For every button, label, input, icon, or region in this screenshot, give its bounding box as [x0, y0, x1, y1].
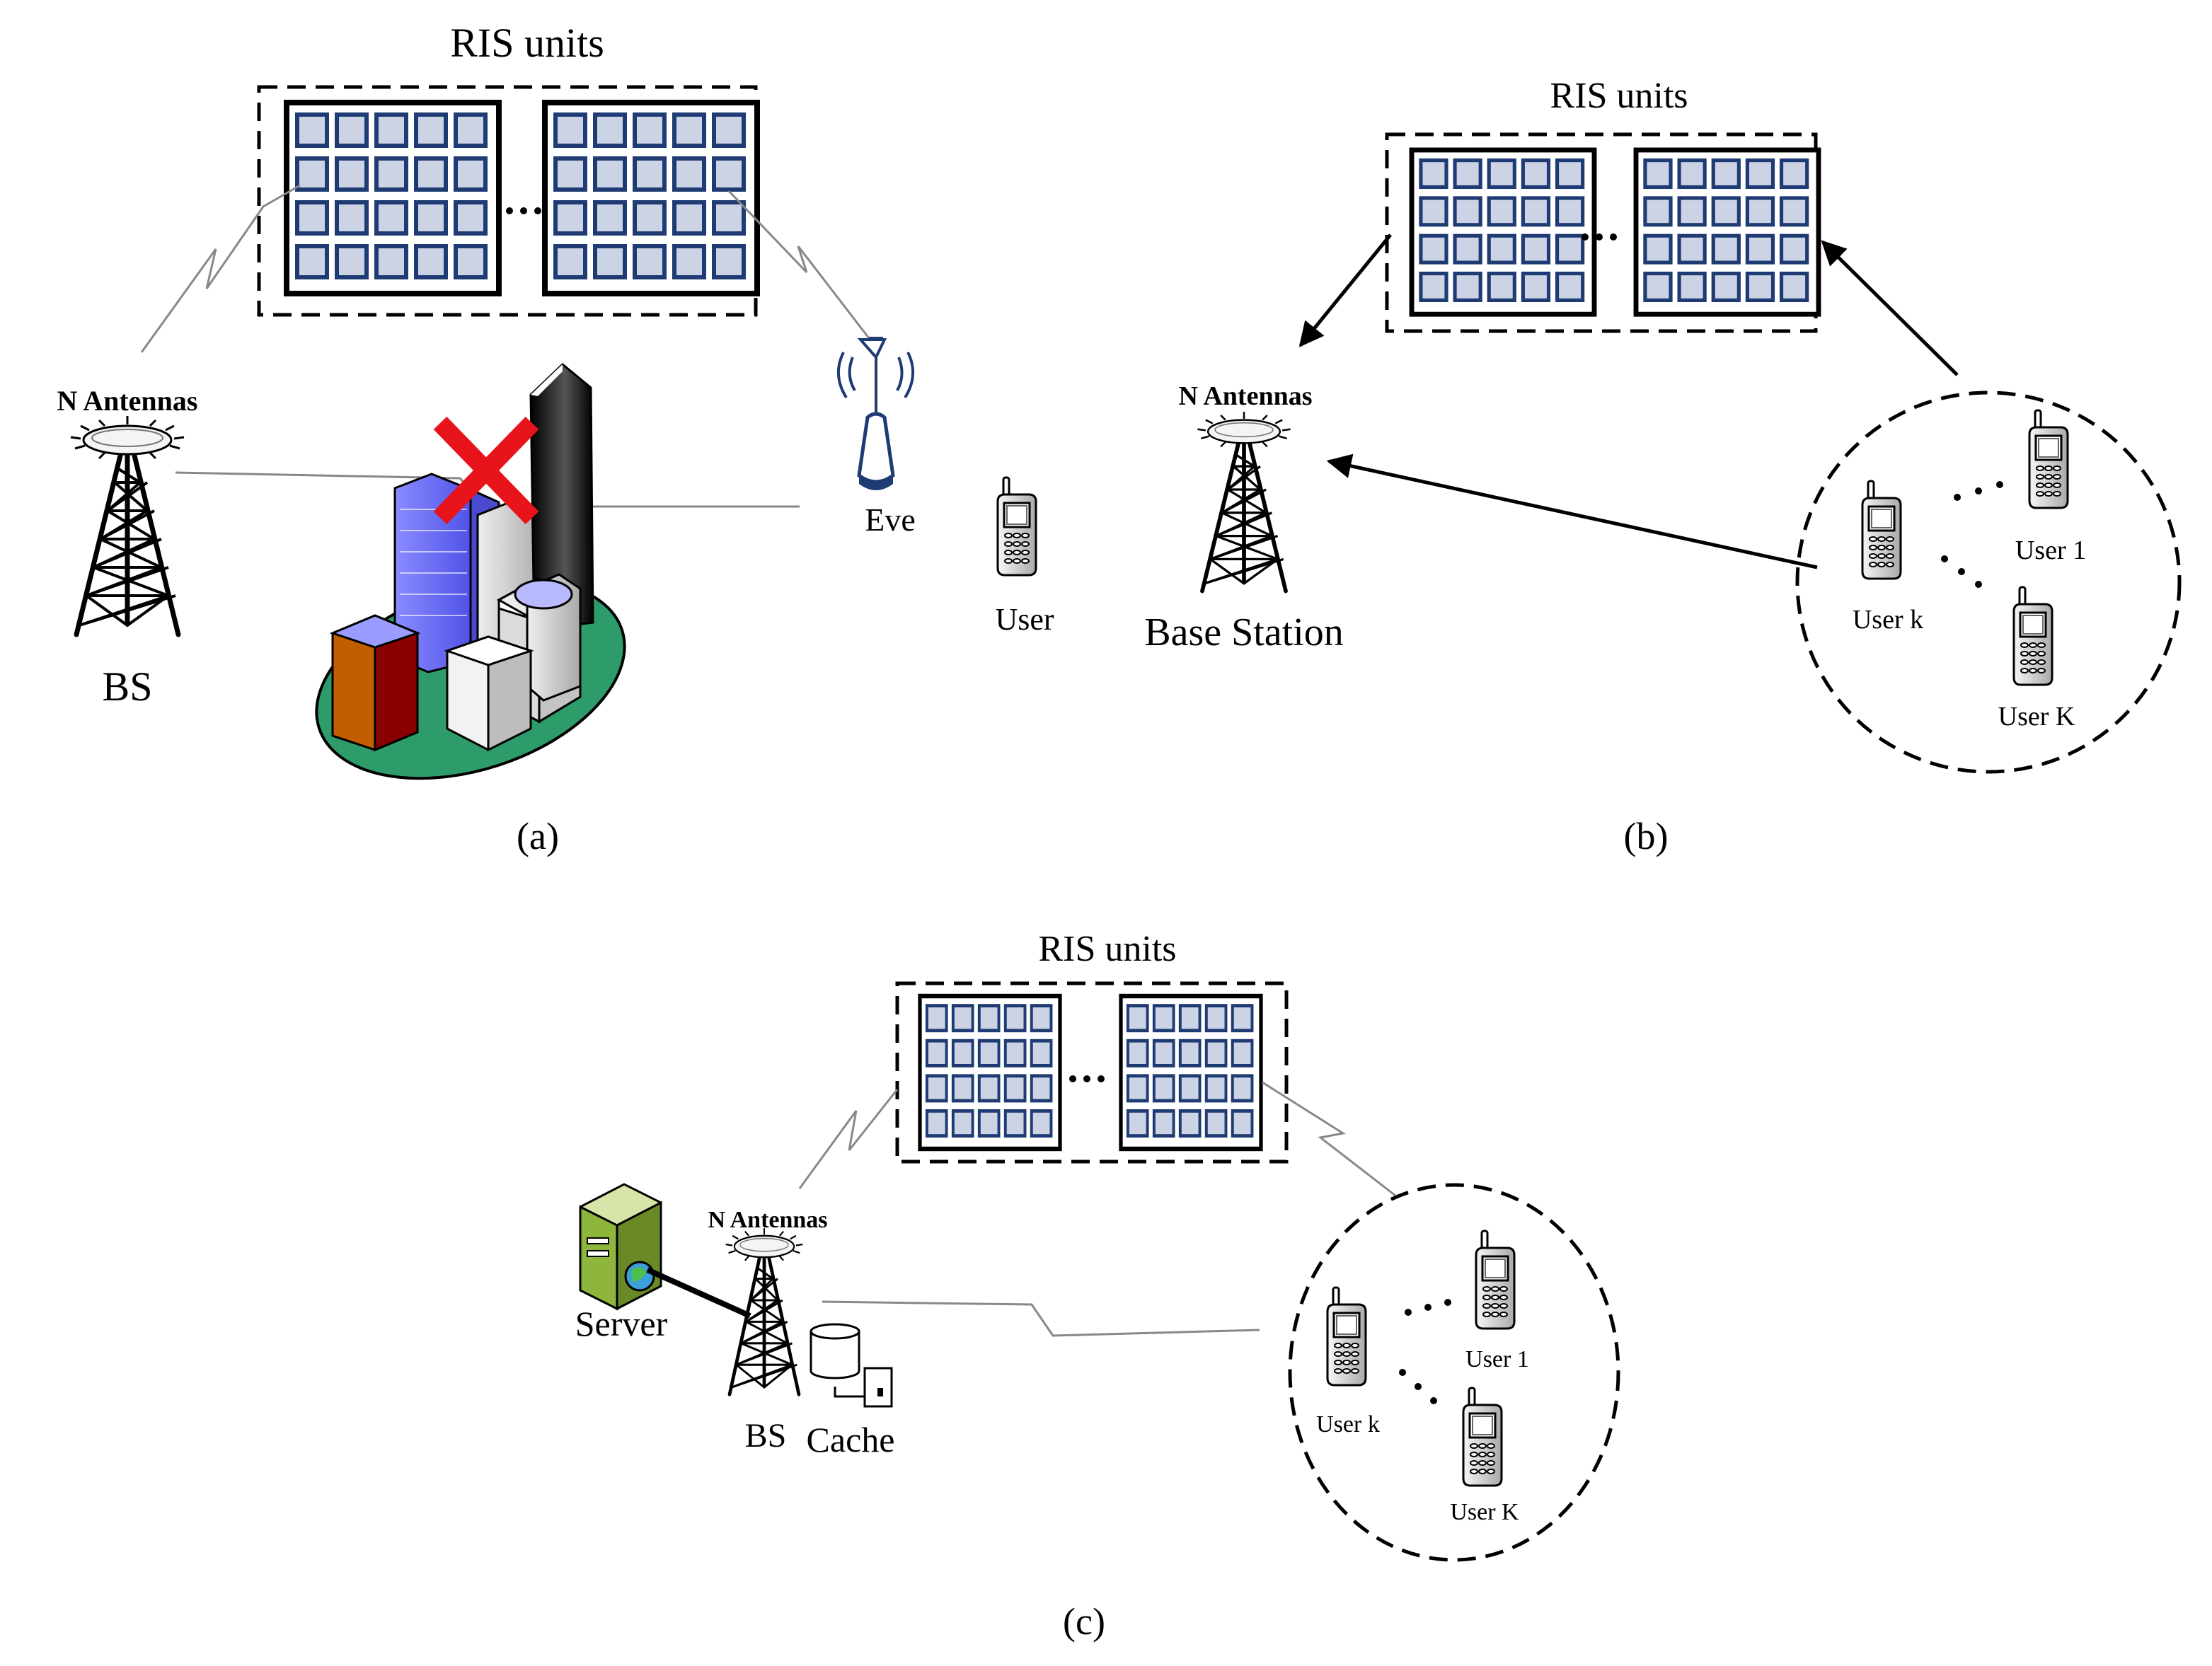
server-bs-link — [646, 1267, 751, 1319]
blocked-x-icon — [433, 416, 539, 525]
server-icon — [579, 1183, 662, 1311]
ris-panel-a2 — [545, 103, 757, 294]
bs-label-c: BS — [745, 1417, 787, 1454]
user-phone-b1 — [2028, 409, 2069, 509]
users-ellipsis-b — [1941, 481, 2003, 588]
arrow-users-to-ris-b — [1821, 240, 1959, 376]
ris-users-link-c — [1262, 1081, 1396, 1197]
caption-a: (a) — [517, 815, 559, 857]
user-1-label-c: User 1 — [1465, 1346, 1529, 1372]
panel-c: RIS units Server N Antennas BS — [575, 929, 1620, 1643]
bs-label-a: BS — [103, 664, 153, 710]
user-cluster-b — [1795, 391, 2182, 774]
eve-antenna-icon — [836, 337, 915, 490]
bs-tower-b — [1197, 412, 1290, 591]
ris-units-label-c: RIS units — [1038, 929, 1176, 969]
user-1-label-b: User 1 — [2015, 536, 2086, 565]
user-label-a: User — [995, 602, 1054, 637]
arrow-users-to-bs-b — [1326, 453, 1818, 569]
ris-panel-b1 — [1412, 150, 1594, 314]
ris-ellipsis-c — [1069, 1075, 1105, 1082]
user-phone-c1 — [1475, 1230, 1516, 1330]
ris-panel-c2 — [1121, 996, 1261, 1149]
ris-ellipsis-a — [506, 207, 541, 214]
bs-ris-link-a — [140, 184, 301, 353]
antenna-label-c: N Antennas — [708, 1207, 827, 1233]
ris-panel-a1 — [287, 103, 499, 294]
bs-ris-link-c — [798, 1089, 899, 1189]
cache-icon — [810, 1323, 893, 1408]
ris-units-label-b: RIS units — [1550, 76, 1688, 116]
user-cluster-c — [1288, 1183, 1620, 1562]
arrow-ris-to-bs-b — [1298, 233, 1392, 347]
city-buildings-icon — [315, 362, 626, 780]
ris-units-label-a: RIS units — [450, 20, 604, 66]
bs-label-b: Base Station — [1144, 611, 1344, 654]
user-phone-bK — [2012, 586, 2053, 686]
antenna-label-a: N Antennas — [57, 385, 198, 417]
users-ellipsis-c — [1399, 1299, 1451, 1404]
user-k-label-c: User k — [1316, 1411, 1380, 1437]
eve-label: Eve — [865, 502, 916, 538]
caption-b: (b) — [1624, 815, 1669, 857]
antenna-label-b: N Antennas — [1179, 381, 1313, 411]
user-K-label-b: User K — [1998, 702, 2075, 731]
server-label: Server — [575, 1304, 668, 1343]
ris-panel-c1 — [920, 996, 1060, 1149]
panel-a: RIS units N Antennas BS — [57, 20, 1054, 857]
bs-tower-a — [71, 416, 184, 635]
caption-c: (c) — [1063, 1600, 1105, 1643]
user-phone-cK — [1462, 1387, 1503, 1487]
user-k-label-b: User k — [1853, 605, 1923, 635]
user-K-label-c: User K — [1450, 1499, 1519, 1525]
panel-b: RIS units N Antennas Base Station User 1… — [1144, 76, 2182, 857]
cache-label: Cache — [807, 1420, 895, 1459]
user-phone-bk — [1861, 480, 1902, 580]
ris-ellipsis-b — [1582, 233, 1617, 241]
user-phone-ck — [1326, 1286, 1367, 1387]
user-phone-a — [996, 476, 1037, 577]
ris-eve-link-a — [727, 190, 870, 339]
ris-panel-b2 — [1636, 150, 1819, 314]
bs-users-link-c — [822, 1300, 1260, 1337]
